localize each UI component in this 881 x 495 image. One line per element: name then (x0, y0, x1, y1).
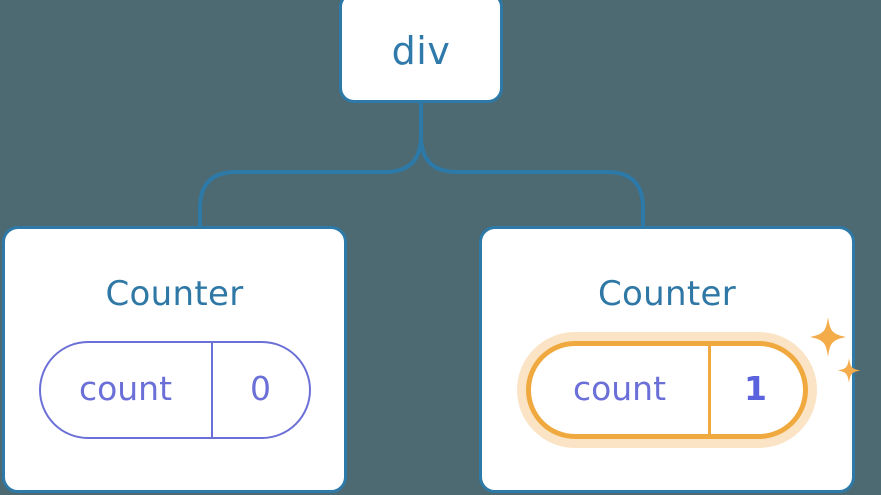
sparkle-large-icon (810, 317, 846, 357)
tree-node-div-label: div (391, 28, 451, 73)
edge-root-to-right-child (419, 98, 645, 232)
state-pill-right-highlighted[interactable]: count 1 (526, 341, 808, 439)
edge-root-to-left-child (198, 98, 423, 232)
tree-node-counter-left[interactable]: Counter count 0 (2, 226, 347, 493)
state-pill-right-value-cell: 1 (711, 346, 800, 434)
state-pill-wrapper-right: count 1 (526, 317, 861, 439)
tree-node-counter-left-label: Counter (105, 274, 244, 314)
state-pill-left-value-cell: 0 (213, 343, 309, 437)
state-key-label: count (78, 369, 173, 408)
state-key-label: count (572, 369, 667, 408)
state-value-label: 1 (744, 369, 767, 408)
state-pill-right-key-cell: count (531, 346, 711, 434)
state-pill-left-key-cell: count (41, 343, 213, 437)
tree-node-counter-right-label: Counter (598, 274, 736, 314)
state-pill-left[interactable]: count 0 (38, 341, 311, 439)
sparkle-group (810, 317, 861, 383)
tree-node-div[interactable]: div (339, 0, 503, 103)
tree-node-counter-right[interactable]: Counter count 1 (479, 226, 861, 493)
state-value-label: 0 (250, 369, 271, 408)
state-pill-wrapper-left: count 0 (38, 341, 311, 439)
